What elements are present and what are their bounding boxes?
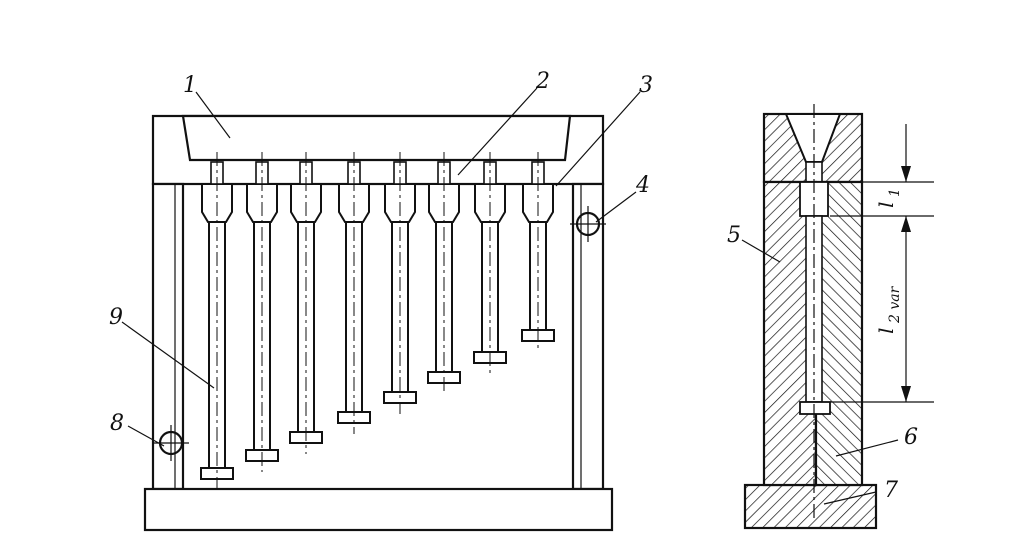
dim-l1-main: l — [874, 202, 898, 208]
section-base — [743, 483, 878, 530]
label-part-8: 8 — [110, 411, 124, 436]
injection-pin — [337, 152, 371, 434]
injection-pin — [521, 152, 555, 352]
label-part-7: 7 — [884, 478, 898, 503]
label-part-6: 6 — [904, 425, 918, 450]
locator-mark-4 — [570, 206, 606, 242]
injection-pin — [289, 152, 323, 454]
injection-pin — [473, 152, 507, 374]
label-part-4: 4 — [635, 173, 650, 198]
injection-pin — [383, 152, 417, 414]
label-part-2: 2 — [535, 69, 550, 94]
label-part-3: 3 — [639, 73, 653, 98]
dim-l2-main: l — [874, 328, 898, 334]
label-part-9: 9 — [109, 305, 123, 330]
base-plate — [143, 487, 614, 532]
left-assembly: 1 2 3 4 9 8 — [109, 69, 653, 532]
dim-l1-sub: 1 — [887, 188, 903, 197]
label-part-1: 1 — [183, 73, 197, 98]
dimension-l1: l 1 — [874, 188, 903, 208]
injection-pin — [427, 152, 461, 394]
injection-pin — [245, 152, 279, 472]
runner-cavity — [181, 114, 572, 162]
pins-group — [200, 152, 555, 490]
section-body-right — [814, 180, 864, 487]
injection-pin — [200, 152, 234, 490]
label-part-5: 5 — [727, 223, 741, 248]
section-view: l 1 l 2 var 5 6 7 — [727, 104, 934, 530]
dim-l2-sub: 2 var — [887, 285, 903, 324]
dimension-l2: l 2 var — [874, 285, 903, 334]
